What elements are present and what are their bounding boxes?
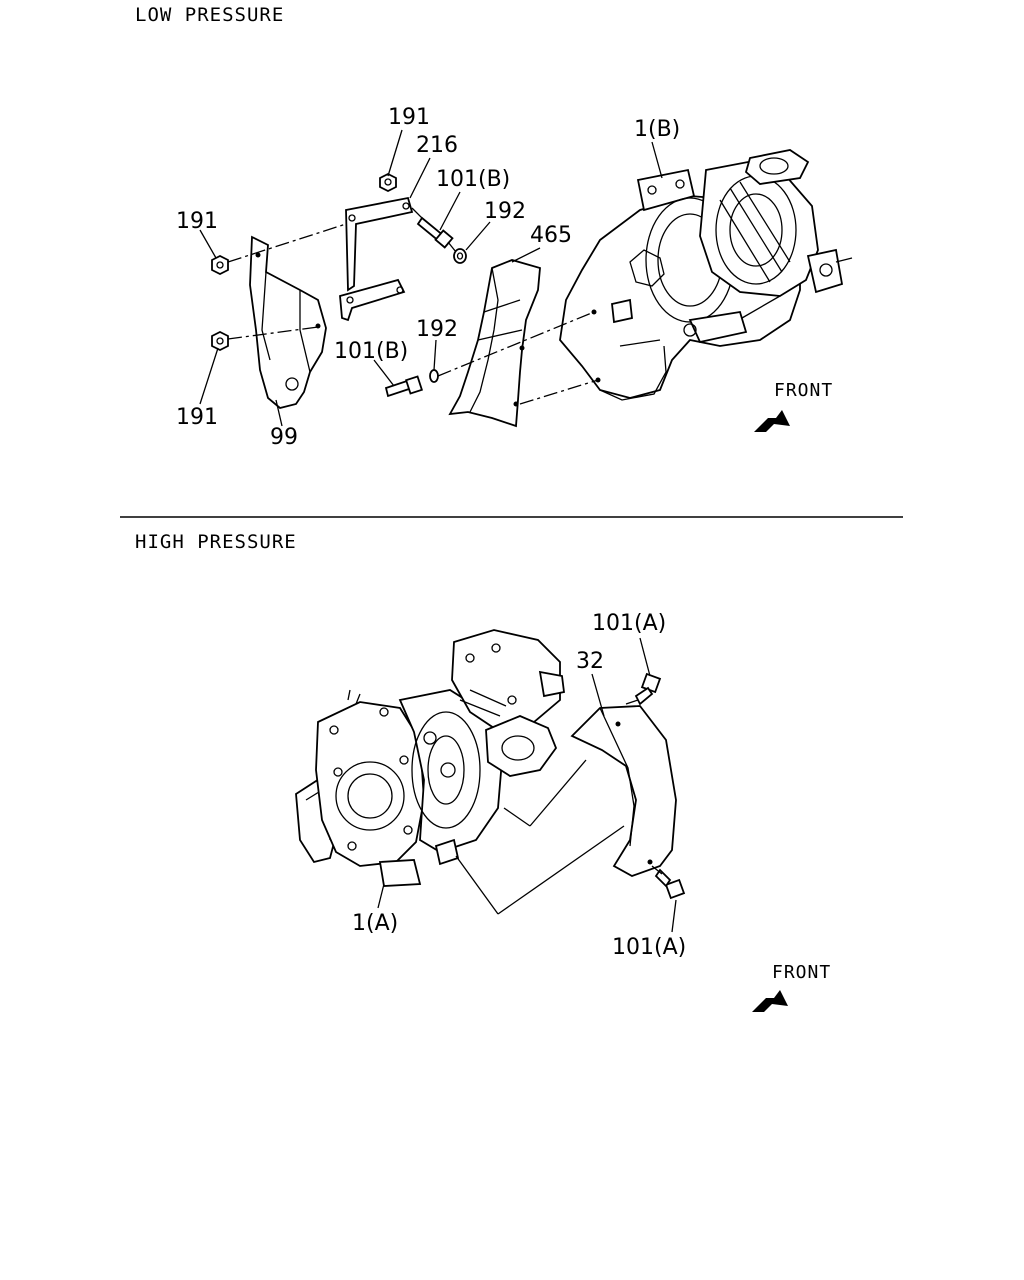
callout-191-left: 191 <box>176 209 218 234</box>
heat-shield-99 <box>249 235 327 409</box>
washer-192-top <box>453 248 467 264</box>
callout-1a: 1(A) <box>352 911 398 936</box>
high-pressure-leader-lines <box>377 637 677 933</box>
front-label-low: FRONT <box>774 380 833 401</box>
callout-191-top: 191 <box>388 105 430 130</box>
front-arrow-icon <box>754 410 790 432</box>
heat-shield-465 <box>448 259 541 428</box>
callout-101a-bottom: 101(A) <box>612 935 686 960</box>
callout-32: 32 <box>576 649 604 674</box>
nut-191-left <box>211 254 229 276</box>
turbocharger-1a <box>295 629 565 887</box>
high-pressure-diagram: 101(A) 32 1(A) 101(A) FRONT <box>295 611 831 1012</box>
callout-192-top: 192 <box>484 199 526 224</box>
bracket-216 <box>339 196 414 322</box>
low-pressure-connection-lines <box>227 207 599 405</box>
callout-99: 99 <box>270 425 298 450</box>
low-pressure-leader-lines <box>199 129 663 427</box>
bolt-101a-bottom <box>654 868 686 900</box>
low-pressure-diagram: 191 216 101(B) 1(B) 191 192 465 192 101(… <box>176 105 853 450</box>
nut-191-top <box>379 172 397 193</box>
callout-192-mid: 192 <box>416 317 458 342</box>
nut-191-bottom <box>211 330 229 352</box>
heat-shield-32 <box>570 705 677 877</box>
callout-101a-top: 101(A) <box>592 611 666 636</box>
high-pressure-connection-lines <box>455 699 663 915</box>
front-arrow-icon <box>752 990 788 1012</box>
turbocharger-1b <box>559 149 853 401</box>
low-pressure-title: LOW PRESSURE <box>135 4 285 26</box>
washer-192-mid <box>429 369 439 383</box>
callout-1b: 1(B) <box>634 117 680 142</box>
callout-101b-mid: 101(B) <box>334 339 408 364</box>
bolt-101a-top <box>634 672 662 706</box>
callout-191-bottom: 191 <box>176 405 218 430</box>
bolt-101b-mid <box>384 375 424 398</box>
high-pressure-title: HIGH PRESSURE <box>135 531 297 553</box>
front-label-high: FRONT <box>772 962 831 983</box>
callout-101b-top: 101(B) <box>436 167 510 192</box>
bolt-101b-top <box>416 216 454 249</box>
callout-216: 216 <box>416 133 458 158</box>
callout-465: 465 <box>530 223 572 248</box>
